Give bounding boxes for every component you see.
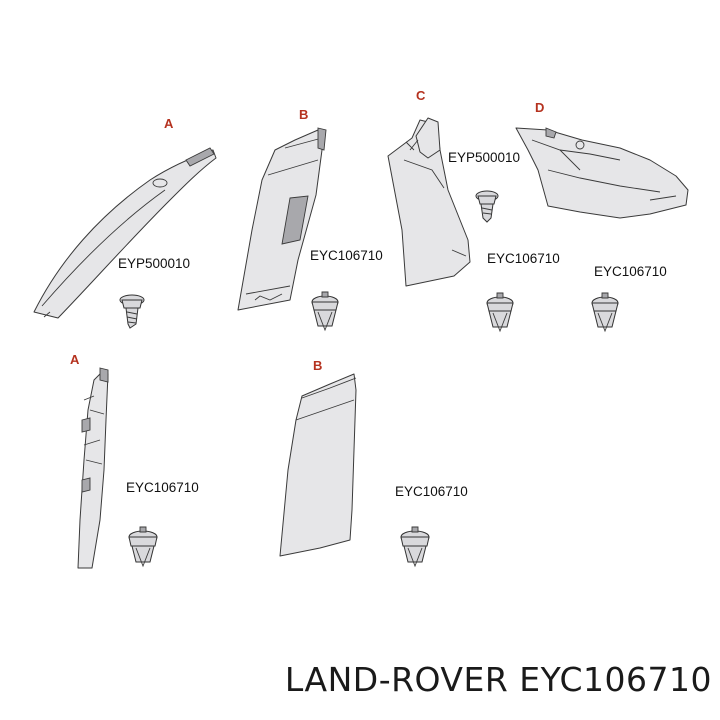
part-number-d-top: EYC106710 — [594, 264, 667, 279]
push-clip-b — [311, 291, 339, 332]
label-c-top: C — [416, 88, 426, 103]
d-pillar-trim-top — [515, 127, 689, 219]
push-clip-b-bottom — [400, 526, 430, 568]
c-pillar-trim-top — [387, 117, 471, 287]
part-number-b-top: EYC106710 — [310, 248, 383, 263]
label-b-top: B — [299, 107, 308, 122]
label-d-top: D — [535, 100, 544, 115]
label-a-top: A — [164, 116, 174, 131]
push-clip-d — [591, 292, 619, 333]
a-pillar-trim-top — [33, 147, 217, 319]
push-clip-a-bottom — [128, 526, 158, 568]
a-pillar-trim-bottom — [77, 367, 109, 569]
screw-fastener-a — [119, 294, 145, 329]
part-number-a-top: EYP500010 — [118, 256, 190, 271]
part-number-c-upper: EYP500010 — [448, 150, 520, 165]
part-number-c-lower: EYC106710 — [487, 251, 560, 266]
part-number-b-bottom: EYC106710 — [395, 484, 468, 499]
b-pillar-trim-top — [237, 127, 327, 311]
label-a-bottom: A — [70, 352, 80, 367]
brand-part-caption: LAND-ROVER EYC106710 — [284, 660, 712, 699]
part-number-a-bottom: EYC106710 — [126, 480, 199, 495]
screw-fastener-c — [475, 190, 499, 223]
b-pillar-trim-bottom — [279, 373, 357, 557]
label-b-bottom: B — [313, 358, 322, 373]
push-clip-c — [486, 292, 514, 333]
